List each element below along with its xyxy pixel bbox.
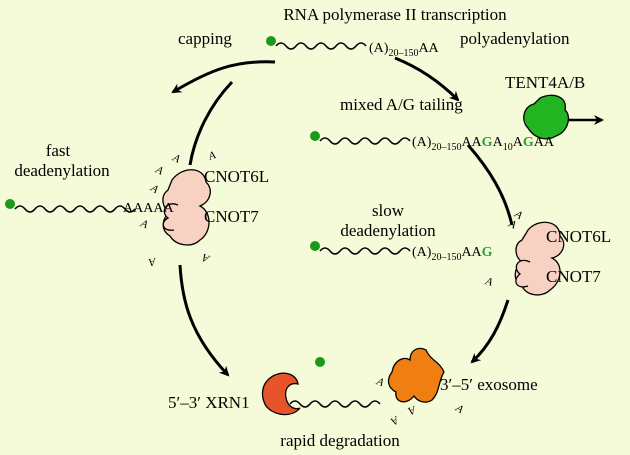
cnot7-claw-right — [515, 259, 531, 288]
mrna-slow — [319, 247, 411, 255]
label-tent4: TENT4A/B — [505, 73, 585, 92]
arrow-polyadenylation — [394, 56, 460, 102]
cap-free — [315, 357, 325, 367]
free-a-6: A — [148, 255, 158, 268]
exosome-complex — [387, 347, 445, 403]
label-cnot7-right: CNOT7 — [546, 267, 601, 286]
free-a-14: A — [453, 402, 466, 416]
label-cnot6l-right: CNOT6L — [546, 227, 611, 246]
cap-fast — [5, 199, 15, 209]
free-a-10: A — [483, 275, 494, 289]
label-cnot6l-left: CNOT6L — [204, 167, 269, 186]
label-capping: capping — [178, 29, 232, 48]
free-a-1: A — [170, 151, 182, 165]
seq-fast: AAAAA — [123, 201, 174, 216]
tent4-enzyme — [523, 94, 570, 140]
mrna-degrading — [289, 400, 381, 408]
mrna-fast — [14, 205, 136, 213]
free-a-11: A — [374, 375, 386, 389]
free-a-12: A — [388, 413, 401, 427]
cap-top — [266, 36, 276, 46]
cap-slow — [310, 241, 320, 251]
label-polyadenylation: polyadenylation — [460, 29, 570, 48]
label-cnot7-left: CNOT7 — [204, 207, 259, 226]
free-a-2: A — [153, 163, 165, 177]
xrn1-enzyme — [261, 372, 301, 416]
arrow-slow-to-exosome — [470, 299, 510, 364]
arc-left-upper — [188, 80, 234, 166]
seq-top: (A)20–150AA — [369, 41, 440, 59]
cnot7-claw-left — [162, 203, 179, 231]
mrna-mixed — [319, 137, 411, 145]
free-a-7: A — [200, 251, 212, 265]
label-xrn1: 5′–3′ XRN1 — [168, 393, 250, 412]
label-exosome: 3′–5′ exosome — [440, 375, 538, 394]
free-a-5: A — [138, 217, 150, 231]
free-a-3: A — [206, 149, 218, 163]
label-rapid-degradation: rapid degradation — [280, 431, 400, 450]
label-fast-1: fast — [46, 141, 71, 160]
arc-right-upper — [466, 144, 514, 226]
label-slow-2: deadenylation — [340, 221, 436, 240]
label-slow-1: slow — [372, 201, 405, 220]
arrow-fast-to-xrn1 — [178, 264, 230, 377]
title-transcription: RNA polymerase II transcription — [283, 5, 507, 24]
label-fast-2: deadenylation — [14, 161, 110, 180]
arrow-capping — [171, 60, 276, 94]
cap-mixed — [310, 131, 320, 141]
label-mixed-tailing: mixed A/G tailing — [340, 95, 463, 114]
seq-mixed: (A)20–150AAGA10AGAA — [412, 135, 555, 153]
free-a-4: A — [148, 182, 161, 196]
seq-slow: (A)20–150AAG — [412, 245, 493, 263]
mrna-top — [275, 42, 367, 50]
free-a-13: A — [406, 403, 418, 417]
